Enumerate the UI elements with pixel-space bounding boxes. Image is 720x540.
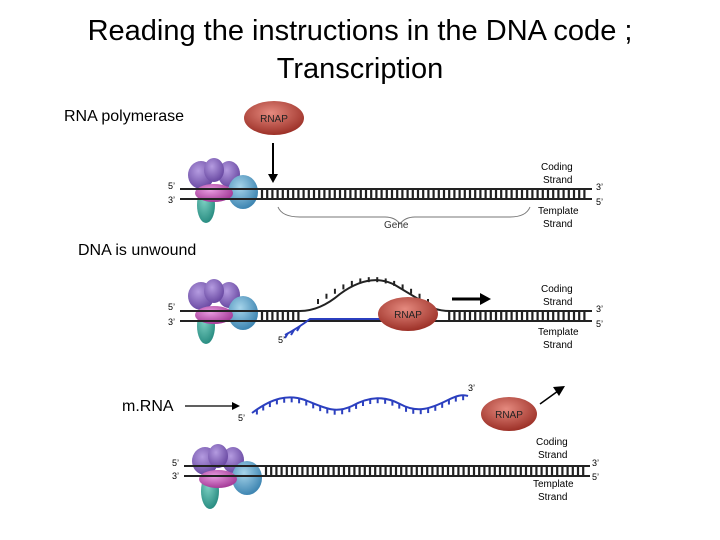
coding-strand-label: Strand	[538, 450, 567, 461]
template-strand-label: Template	[538, 327, 579, 338]
direction-arrow-head	[480, 293, 491, 305]
rnap-enzyme	[481, 397, 537, 431]
prime-label: 3’	[596, 304, 603, 314]
prime-label: 3’	[592, 458, 599, 468]
coding-strand-label: Coding	[541, 162, 573, 173]
rnap-enzyme	[378, 297, 438, 331]
prime-label: 5’	[238, 413, 245, 423]
nascent-rna: 5’	[278, 318, 395, 345]
rnap-label: RNAP	[394, 310, 422, 321]
rnap-label: RNAP	[260, 114, 288, 125]
prime-label: 5’	[596, 197, 603, 207]
template-strand-label: Template	[538, 206, 579, 217]
coding-strand-label: Coding	[536, 437, 568, 448]
prime-label: 3’	[596, 182, 603, 192]
slide-title-line-1: Reading the instructions in the DNA code…	[87, 15, 633, 47]
prime-label: 3’	[168, 317, 175, 327]
slide-title-line-2: Transcription	[276, 53, 444, 85]
prime-label: 5’	[596, 319, 603, 329]
prime-label: 5’	[592, 472, 599, 482]
mrna-pointer-head	[232, 402, 240, 410]
prime-label: 5’	[172, 458, 179, 468]
prime-label: 3’	[172, 471, 179, 481]
gene-brace	[277, 206, 531, 225]
coding-strand-label: Strand	[543, 175, 572, 186]
release-arrow	[539, 390, 559, 405]
template-strand-label: Strand	[543, 340, 572, 351]
prime-label: 5’	[168, 181, 175, 191]
template-strand-label: Strand	[538, 492, 567, 503]
template-strand-label: Strand	[543, 219, 572, 230]
coding-strand-label: Strand	[543, 297, 572, 308]
panel-1: RNAP 5’ 3’ 3’ 5’ Codi	[168, 101, 603, 231]
label-dna-unwound: DNA is unwound	[78, 242, 197, 259]
release-arrow-head	[553, 386, 565, 396]
panel-2: 5’ 3’ 5’ RNA	[168, 277, 603, 351]
protein-complex	[188, 158, 258, 223]
prime-label: 3’	[168, 195, 175, 205]
released-mrna: 5’ 3’	[238, 383, 475, 423]
down-arrow-head	[268, 174, 278, 183]
panel-3: 5’ 3’ RNAP 5’ 3’ 3’	[172, 383, 599, 509]
label-rna-polymerase: RNA polymerase	[64, 108, 185, 125]
rnap-label: RNAP	[495, 410, 523, 421]
prime-label: 5’	[168, 302, 175, 312]
template-strand-label: Template	[533, 479, 574, 490]
dna-double-helix	[184, 465, 590, 477]
gene-label: Gene	[384, 220, 409, 231]
coding-strand-label: Coding	[541, 284, 573, 295]
prime-label: 3’	[468, 383, 475, 393]
rnap-enzyme	[244, 101, 304, 135]
label-mrna: m.RNA	[122, 398, 174, 415]
prime-label: 5’	[278, 335, 285, 345]
dna-double-helix	[180, 188, 592, 200]
